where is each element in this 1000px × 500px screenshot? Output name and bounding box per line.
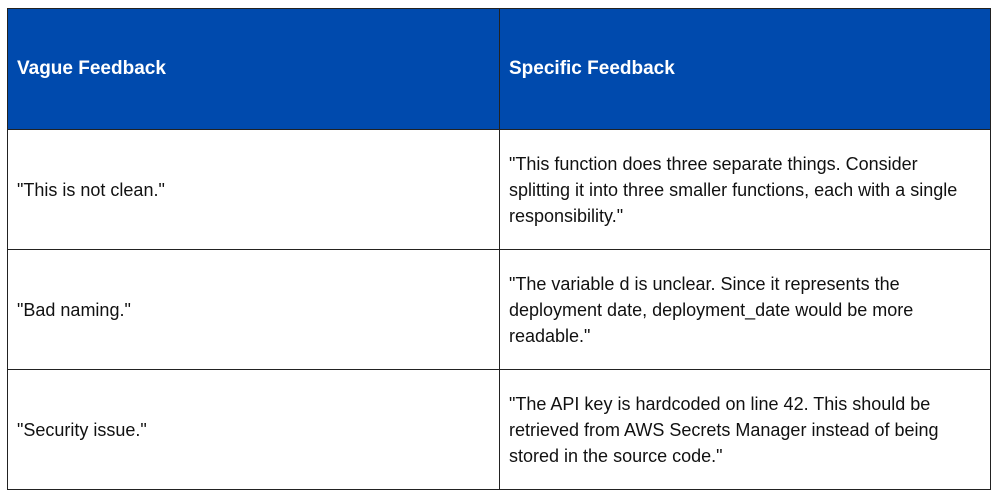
specific-cell: "The variable d is unclear. Since it rep…: [499, 249, 991, 370]
feedback-comparison-table: Vague Feedback Specific Feedback "This i…: [7, 8, 991, 490]
vague-cell: "Security issue.": [7, 369, 500, 490]
table-row: "Security issue." "The API key is hardco…: [7, 369, 991, 490]
table-row: "Bad naming." "The variable d is unclear…: [7, 249, 991, 370]
specific-cell: "This function does three separate thing…: [499, 129, 991, 250]
table-row: "This is not clean." "This function does…: [7, 129, 991, 250]
header-specific-feedback: Specific Feedback: [499, 8, 991, 130]
header-vague-feedback: Vague Feedback: [7, 8, 500, 130]
specific-cell: "The API key is hardcoded on line 42. Th…: [499, 369, 991, 490]
vague-cell: "Bad naming.": [7, 249, 500, 370]
vague-cell: "This is not clean.": [7, 129, 500, 250]
header-row: Vague Feedback Specific Feedback: [7, 8, 991, 130]
